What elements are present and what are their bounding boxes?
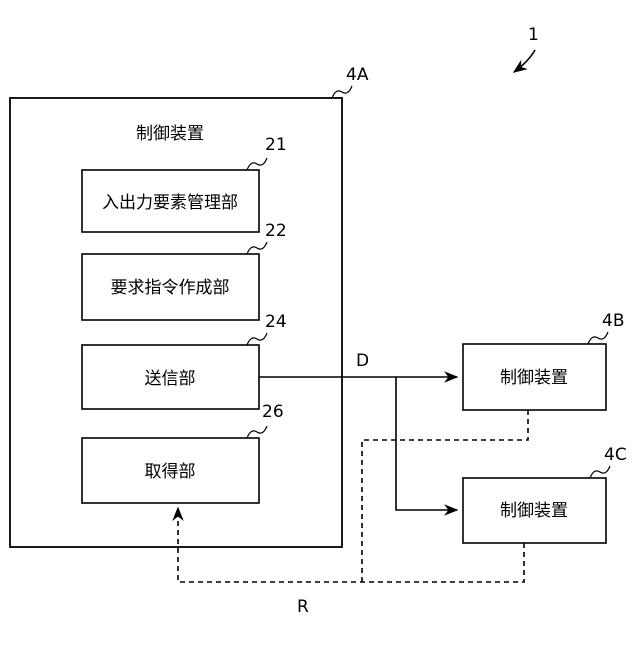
signal-r-label: R (297, 597, 309, 617)
controller-4b-ref: 4B (602, 311, 624, 331)
request-command-creator-ref: 22 (265, 221, 287, 241)
controller-4b-label: 制御装置 (500, 368, 568, 388)
acquisition-ref: 26 (262, 402, 284, 422)
controller-4a-leader (332, 86, 352, 98)
system-ref-arrow (514, 50, 535, 72)
transmitter-label: 送信部 (145, 369, 196, 389)
transmitter-ref: 24 (265, 312, 287, 332)
acquisition-label: 取得部 (145, 462, 196, 482)
controller-4c-ref: 4C (604, 445, 627, 465)
controller-4b-leader (588, 332, 608, 344)
controller-4a-title: 制御装置 (136, 124, 204, 144)
signal-d-label: D (356, 351, 369, 371)
controller-4a-ref: 4A (346, 65, 369, 85)
controller-4c-leader (590, 466, 610, 478)
controller-4c-label: 制御装置 (500, 501, 568, 521)
io-element-manager-ref: 21 (265, 135, 287, 155)
signal-d-line-to-4c (396, 377, 457, 510)
io-element-manager-label: 入出力要素管理部 (102, 193, 238, 213)
system-ref-label: 1 (528, 25, 539, 45)
request-command-creator-label: 要求指令作成部 (111, 278, 230, 298)
